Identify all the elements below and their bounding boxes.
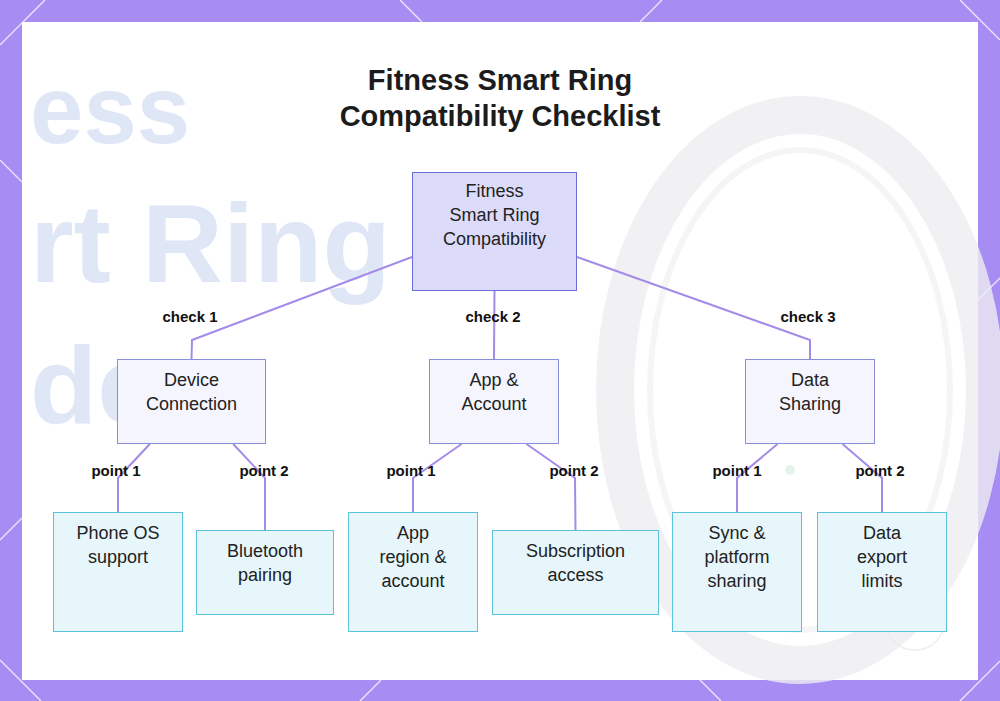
- node-label: Phone OS support: [63, 521, 173, 569]
- border-line: [700, 680, 721, 701]
- connector-line: [233, 444, 265, 530]
- edge-label: point 2: [239, 462, 288, 479]
- node-label: App & Account: [444, 368, 544, 416]
- title-area: Fitness Smart Ring Compatibility Checkli…: [200, 62, 800, 134]
- edge-label: check 2: [465, 308, 520, 325]
- ring-outline: [615, 115, 985, 665]
- category-box: Data Sharing: [745, 359, 875, 444]
- edge-label: check 3: [780, 308, 835, 325]
- node-label: Data Sharing: [765, 368, 855, 416]
- border-line: [640, 0, 662, 22]
- check-point-box: App region & account: [348, 512, 478, 632]
- node-label: Sync & platform sharing: [697, 521, 777, 593]
- diagram-title: Fitness Smart Ring Compatibility Checkli…: [285, 62, 715, 134]
- check-point-box: Bluetooth pairing: [196, 530, 334, 615]
- node-label: App region & account: [373, 521, 453, 593]
- connector-line: [192, 257, 413, 359]
- border-line: [0, 518, 22, 540]
- border-line: [360, 680, 381, 701]
- node-label: Device Connection: [132, 368, 252, 416]
- watermark-text: ess: [30, 62, 190, 158]
- edge-label: point 1: [712, 462, 761, 479]
- check-point-box: Phone OS support: [53, 512, 183, 632]
- edge-label: point 1: [91, 462, 140, 479]
- edge-label: point 2: [855, 462, 904, 479]
- ring-sensor: [785, 465, 795, 475]
- edge-label: point 1: [386, 462, 435, 479]
- node-label: Bluetooth pairing: [205, 539, 325, 587]
- node-label: Subscription access: [516, 539, 636, 587]
- connector-line: [577, 257, 810, 359]
- edge-label: point 2: [549, 462, 598, 479]
- border-line: [978, 278, 1000, 300]
- check-point-box: Sync & platform sharing: [672, 512, 802, 632]
- category-box: Device Connection: [117, 359, 266, 444]
- connector-line: [527, 444, 576, 530]
- border-line: [400, 0, 422, 22]
- border-line: [0, 160, 22, 182]
- check-point-box: Data export limits: [817, 512, 947, 632]
- check-point-box: Subscription access: [492, 530, 659, 615]
- category-box: App & Account: [429, 359, 559, 444]
- edge-label: check 1: [162, 308, 217, 325]
- root-box: Fitness Smart Ring Compatibility: [412, 172, 577, 291]
- watermark-text: rt Ring: [30, 188, 391, 300]
- node-label: Data export limits: [842, 521, 922, 593]
- node-label: Fitness Smart Ring Compatibility: [441, 179, 549, 251]
- connector-line: [493, 291, 496, 359]
